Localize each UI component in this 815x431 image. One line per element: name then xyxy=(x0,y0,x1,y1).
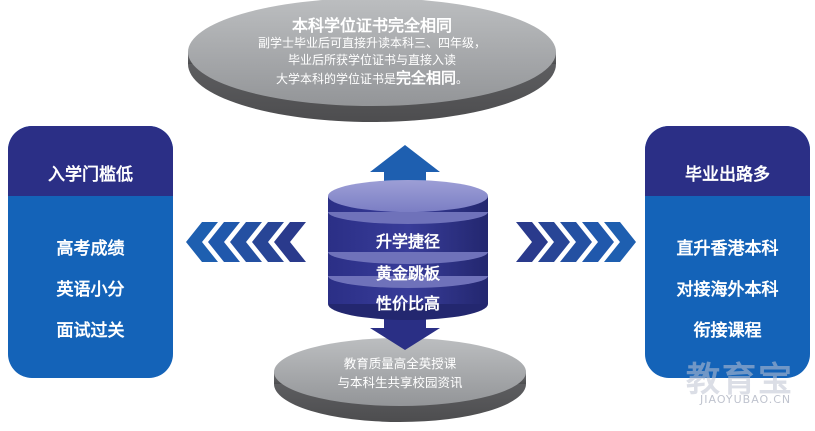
right-panel-item: 直升香港本科 xyxy=(676,239,779,259)
center-label: 性价比高 xyxy=(375,294,440,313)
right-chevrons xyxy=(516,222,636,262)
top-box-line-1: 副学士毕业后可直接升读本科三、四年级， xyxy=(257,36,486,50)
top-box-line-3: 大学本科的学位证书是完全相同。 xyxy=(222,70,522,88)
left-panel-title: 入学门槛低 xyxy=(48,165,133,185)
bottom-box-line-2: 与本科生共享校园资讯 xyxy=(337,375,463,390)
center-label: 升学捷径 xyxy=(375,232,440,251)
left-panel-item: 高考成绩 xyxy=(56,239,125,259)
top-disc xyxy=(188,0,556,122)
left-chevrons xyxy=(186,222,306,262)
center-label: 黄金跳板 xyxy=(375,264,440,283)
top-box-line-3-emphasis: 完全相同 xyxy=(395,69,456,87)
watermark-url: JIAOYUBAO.CN xyxy=(700,393,792,406)
watermark-logo: 教育宝 xyxy=(686,360,794,400)
right-panel-title: 毕业出路多 xyxy=(685,165,770,185)
top-box-line-3-suffix: 。 xyxy=(456,72,469,86)
right-panel-item: 衔接课程 xyxy=(693,321,762,341)
up-arrow xyxy=(370,145,440,188)
left-panel-item: 面试过关 xyxy=(56,321,125,341)
left-panel-shape xyxy=(8,126,173,378)
down-arrow xyxy=(370,318,440,350)
center-cylinder xyxy=(328,180,488,320)
top-box-title: 本科学位证书完全相同 xyxy=(291,16,452,35)
top-box-line-2: 毕业后所获学位证书与直接入读 xyxy=(287,53,456,67)
bottom-box-line-1: 教育质量高全英授课 xyxy=(343,356,457,371)
bottom-disc xyxy=(274,338,526,422)
right-panel-shape xyxy=(645,126,810,378)
top-box-line-3-prefix: 大学本科的学位证书是 xyxy=(275,72,396,86)
right-panel-item: 对接海外本科 xyxy=(676,280,779,300)
left-panel-item: 英语小分 xyxy=(56,280,125,300)
